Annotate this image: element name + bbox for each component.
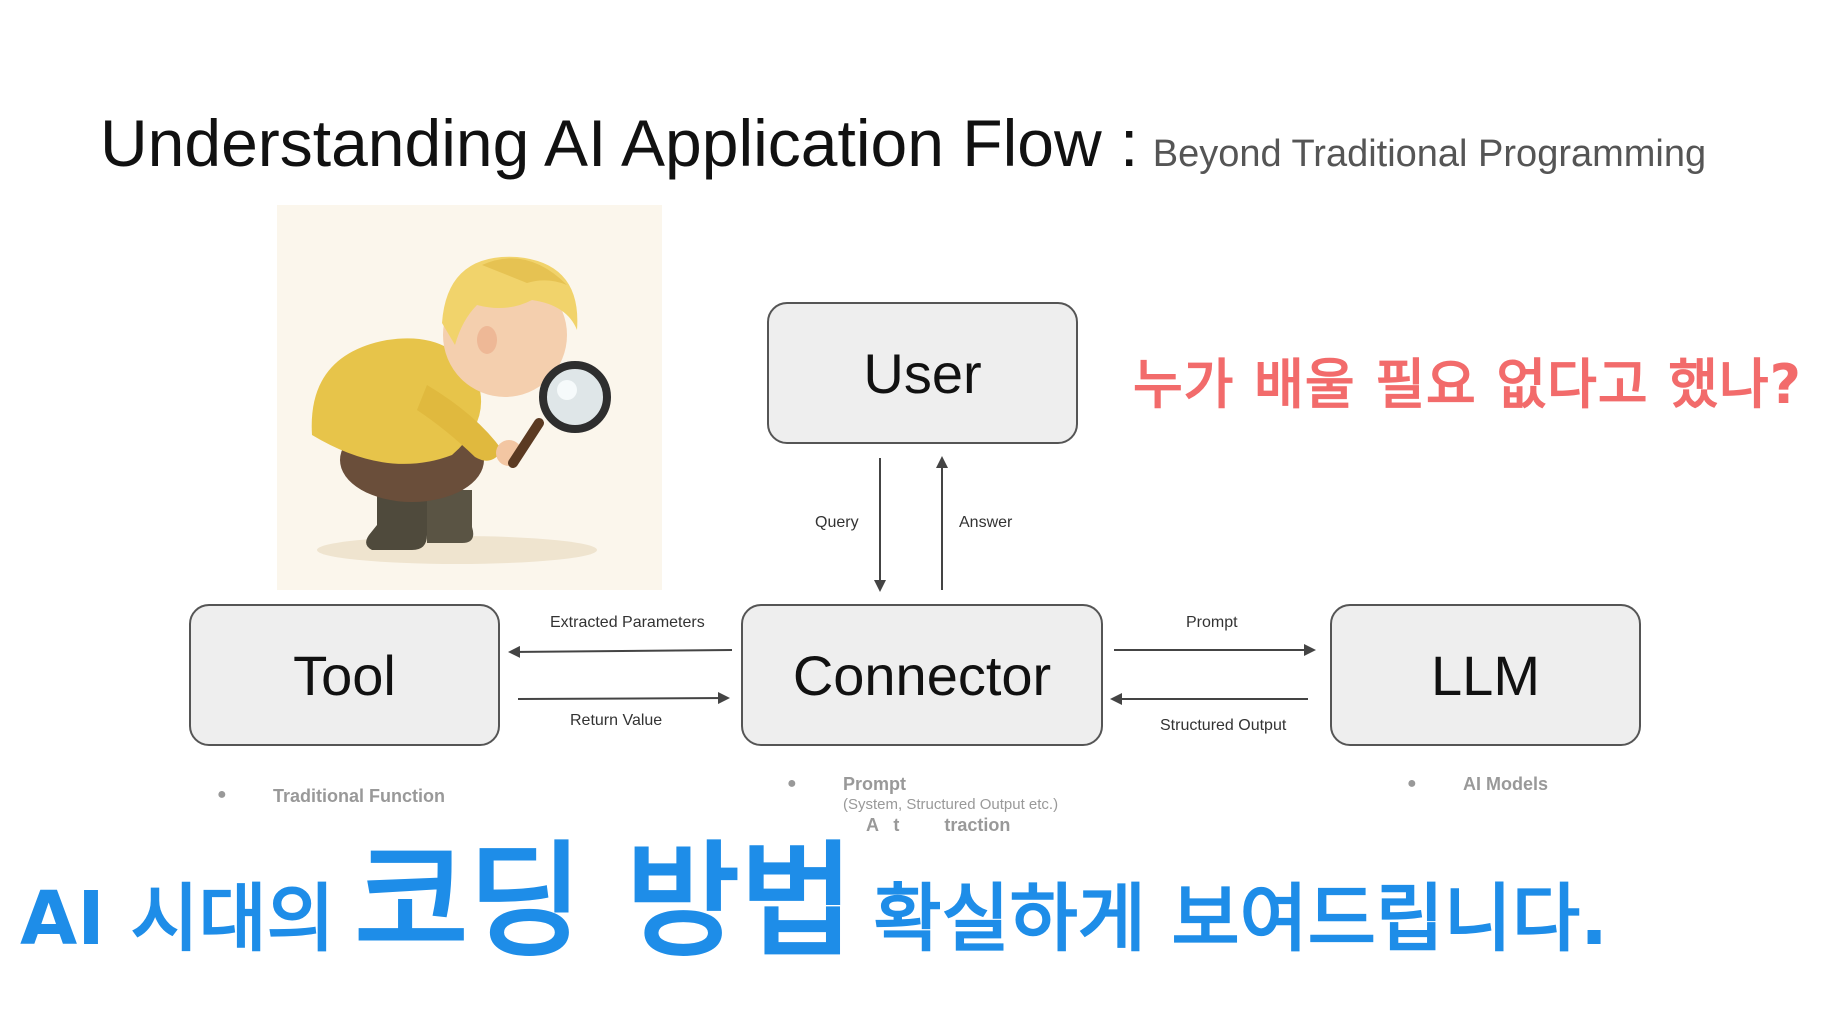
caption-start: AI 시대의	[20, 876, 335, 962]
note-llm: AI Models	[1463, 774, 1549, 794]
node-llm: LLM	[1330, 604, 1641, 746]
note-tool: Traditional Function	[273, 786, 445, 806]
edge-label-structured-output: Structured Output	[1160, 717, 1287, 734]
arrow-return-value	[517, 692, 730, 705]
edge-label-prompt: Prompt	[1186, 614, 1238, 631]
edge-label-answer: Answer	[959, 514, 1013, 531]
note-connector-sub2: A t traction	[866, 815, 1011, 835]
bottom-caption: AI 시대의 코딩 방법 확실하게 보여드립니다.	[20, 800, 1608, 980]
note-connector: Prompt	[843, 774, 906, 794]
edge-label-query: Query	[815, 514, 859, 531]
node-tool: Tool	[189, 604, 500, 746]
node-connector: Connector	[741, 604, 1103, 746]
bullet-dot-llm: ●	[1407, 775, 1417, 792]
edge-label-extracted-parameters: Extracted Parameters	[550, 614, 705, 631]
note-connector-sub: (System, Structured Output etc.)	[843, 796, 1059, 813]
caption-emphasis: 코딩 방법	[354, 830, 854, 974]
bullet-dot-tool: ●	[217, 786, 227, 803]
overlay-question: 누가 배울 필요 없다고 했나?	[1133, 353, 1803, 416]
child-magnifier-illustration	[277, 205, 662, 590]
page-title: Understanding AI Application Flow : Beyo…	[100, 105, 1706, 181]
edge-label-return-value: Return Value	[570, 712, 663, 729]
arrow-extracted-parameters	[508, 645, 733, 658]
node-user: User	[767, 302, 1078, 444]
title-main: Understanding AI Application Flow :	[100, 106, 1139, 180]
title-subtitle: Beyond Traditional Programming	[1152, 133, 1707, 175]
caption-end: 확실하게 보여드립니다.	[873, 876, 1609, 962]
bullet-dot-connector: ●	[787, 775, 797, 792]
